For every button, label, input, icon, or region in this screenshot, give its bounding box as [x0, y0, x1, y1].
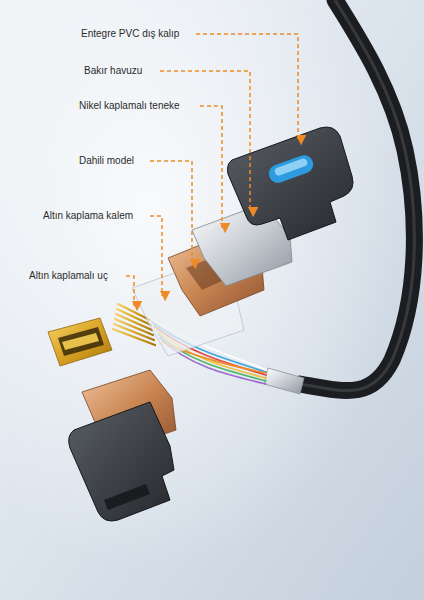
part-label: Altın kaplama kalem	[42, 210, 134, 222]
part-label: Dahili model	[78, 155, 135, 167]
part-label: Entegre PVC dış kalıp	[80, 28, 180, 40]
leader-lines	[126, 34, 298, 306]
part-label: Bakır havuzu	[83, 65, 143, 77]
part-label: Nikel kaplamalı teneke	[78, 100, 181, 112]
part-label: Altın kaplamalı uç	[28, 270, 109, 282]
